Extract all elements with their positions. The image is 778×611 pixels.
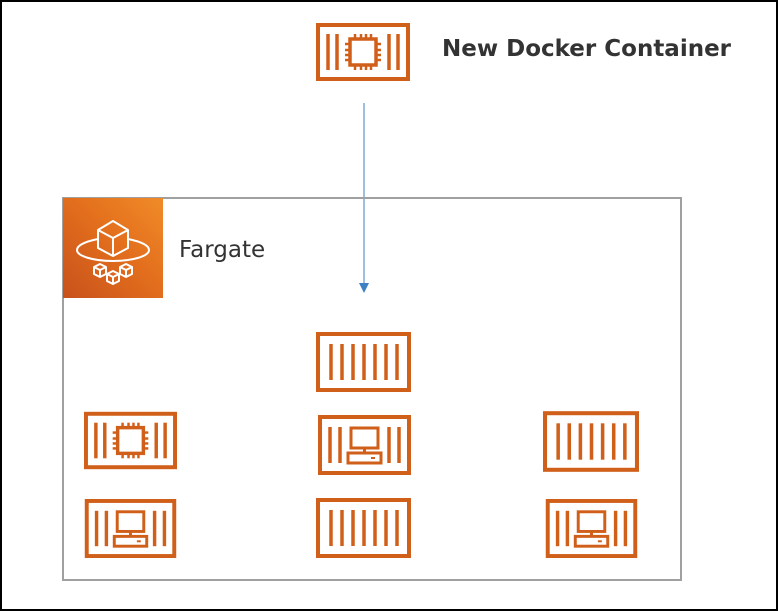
arrow-down-icon — [356, 100, 372, 294]
container-cpu-icon — [84, 411, 177, 470]
container-icon — [543, 411, 639, 472]
new-container-cpu-icon — [316, 23, 410, 81]
fargate-cluster-box — [62, 197, 682, 581]
container-icon — [316, 332, 411, 392]
fargate-label: Fargate — [179, 237, 266, 263]
container-icon — [316, 498, 411, 558]
container-monitor-icon — [318, 415, 411, 475]
container-monitor-icon — [84, 499, 177, 558]
new-docker-container-title: New Docker Container — [442, 36, 732, 62]
container-monitor-icon — [545, 499, 638, 558]
fargate-icon — [63, 198, 163, 298]
